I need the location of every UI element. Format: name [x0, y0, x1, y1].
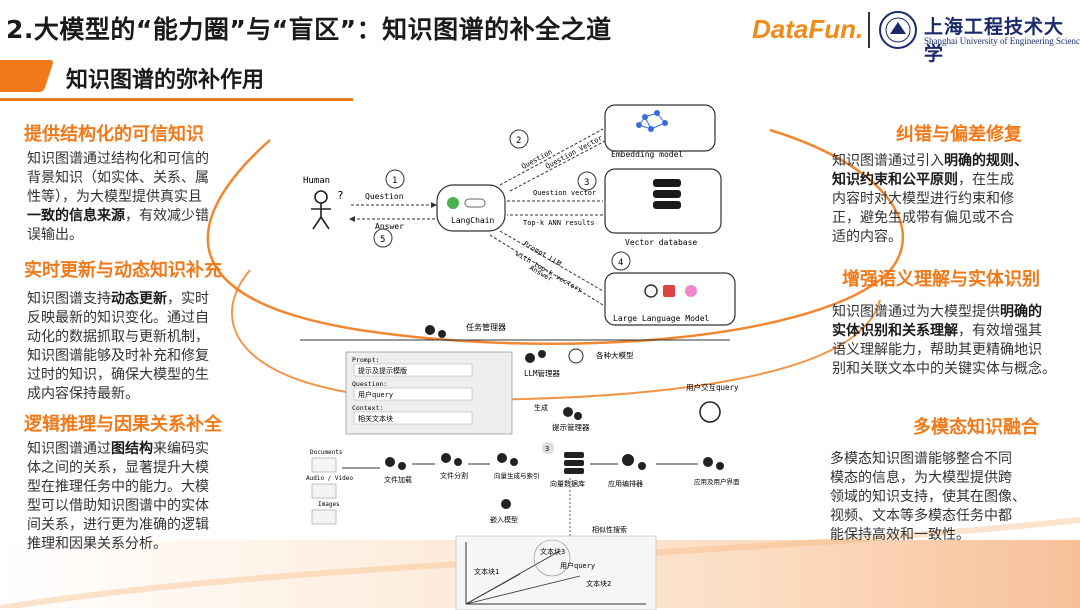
orchestrator-label: 应用编排器	[608, 479, 643, 488]
subtitle-underline	[0, 98, 353, 101]
human-question-mark: ?	[337, 189, 344, 202]
university-name-cn: 上海工程技术大学	[924, 16, 1065, 65]
documents-label: Documents	[310, 449, 343, 456]
left-heading-2: 实时更新与动态知识补充	[24, 260, 222, 281]
topk-results-label: Top-k ANN results	[523, 219, 595, 227]
section-subtitle: 知识图谱的弥补作用	[66, 68, 265, 93]
llm-manager-label: LLM管理器	[524, 368, 561, 378]
left-body-2: 知识图谱支持动态更新，实时反映最新的知识变化。通过自动化的数据抓取与更新机制，知…	[27, 291, 209, 402]
embed-gear-icon	[501, 499, 511, 509]
question-vector-db-label: Question vector	[533, 189, 596, 197]
step-2: 2	[516, 136, 521, 146]
prompt-manager-label: 提示管理器	[552, 422, 590, 432]
left-body-1: 知识图谱通过结构化和可信的背景知识（如实体、关系、属性等），为大模型提供真实且一…	[27, 151, 209, 243]
images-label: Images	[318, 501, 340, 508]
langchain-rag-diagram: Human ? 1 Question Answer 5 LangChain Em…	[303, 104, 736, 326]
user-icon	[699, 401, 721, 423]
langchain-icon	[447, 197, 486, 209]
human-label: Human	[303, 176, 330, 186]
vector-db-icon	[564, 452, 584, 474]
audio-video-label: Audio / Video	[306, 475, 353, 482]
split-label: 文件分割	[440, 471, 468, 480]
vector-db-label: 向量数据库	[550, 479, 585, 488]
human-icon	[311, 190, 331, 230]
chunk1-label: 文本块1	[474, 567, 499, 576]
left-heading-1: 提供结构化的可信知识	[24, 124, 204, 145]
split-gear-icon	[441, 453, 462, 466]
rag-flow-diagram: 任务管理器 Prompt: 提示及提示模版 Question: 用户query …	[300, 322, 740, 610]
context-label: Context:	[352, 404, 383, 412]
llm-label: Large Language Model	[613, 314, 710, 323]
left-body-3: 知识图谱通过图结构来编码实体之间的关系，显著提升大模型在推理任务中的能力。大模型…	[27, 441, 209, 552]
university-name-en: Shanghai University of Engineering Scien…	[924, 36, 1080, 46]
step-5: 5	[380, 235, 385, 245]
prompt-manager-gear-icon	[563, 407, 582, 420]
similarity-search-label: 相似性搜索	[592, 525, 627, 534]
uquery-label: 用户query	[560, 561, 595, 570]
left-heading-3: 逻辑推理与因果关系补全	[24, 414, 222, 435]
university-seal-icon	[879, 11, 917, 49]
right-heading-3: 多模态知识融合	[913, 417, 1039, 438]
load-label: 文件加载	[384, 475, 412, 484]
orchestrator-gear-icon	[622, 454, 646, 470]
vector-database-label: Vector database	[625, 238, 697, 247]
question-value: 用户query	[358, 390, 393, 399]
models-label: 各种大模型	[596, 350, 634, 360]
right-heading-2: 增强语义理解与实体识别	[842, 269, 1040, 290]
context-value: 相关文本块	[358, 414, 393, 423]
right-body-2: 知识图谱通过为大模型提供明确的实体识别和关系理解，有效增强其语义理解能力，帮助其…	[832, 304, 1056, 377]
question-label: Question:	[352, 380, 387, 388]
right-heading-1: 纠错与偏差修复	[896, 124, 1022, 145]
task-manager-label: 任务管理器	[466, 322, 506, 332]
header-divider	[868, 12, 870, 48]
page-title: 2.大模型的“能力圈”与“盲区”：知识图谱的补全之道	[6, 15, 612, 44]
step-4: 4	[618, 258, 623, 268]
embedding-network-icon	[636, 110, 668, 132]
chunk2-label: 文本块2	[586, 579, 611, 588]
database-icon	[653, 179, 681, 209]
user-query-label: 用户交互query	[686, 382, 739, 392]
load-gear-icon	[385, 457, 406, 470]
step-3: 3	[584, 178, 589, 188]
brain-icon	[568, 348, 584, 364]
app-label: 应用及用户界面	[694, 477, 740, 486]
prompt-label: Prompt:	[352, 356, 379, 364]
embed-label: 嵌入模型	[490, 515, 518, 524]
datafun-logo: DataFun.	[752, 14, 864, 44]
right-body-3: 多模态知识图谱能够整合不同模态的信息，为大模型提供跨领域的知识支持，使其在图像、…	[830, 451, 1026, 543]
chunk3-label: 文本块3	[540, 547, 565, 556]
gear-icon	[425, 325, 446, 338]
app-gear-icon	[703, 457, 724, 470]
llm-logos-icon	[644, 284, 697, 298]
question-arrow-label: Question	[365, 192, 404, 201]
right-body-1: 知识图谱通过引入明确的规则、知识约束和公平原则，在生成内容时对大模型进行约束和修…	[832, 153, 1028, 245]
answer-arrow-label: Answer	[375, 222, 404, 231]
llm-manager-gear-icon	[525, 350, 546, 363]
question-vector-label: Question Vector	[544, 134, 604, 171]
step-1: 1	[392, 176, 397, 186]
langchain-label: LangChain	[451, 216, 495, 225]
vectorize-gear-icon	[497, 453, 518, 466]
prompt-value: 提示及提示模版	[358, 366, 407, 375]
embedding-model-label: Embedding model	[611, 150, 683, 159]
step-3-marker: 3	[545, 445, 549, 453]
generate-label: 生成	[534, 403, 548, 412]
vectorize-label: 向量生成与索引	[494, 471, 540, 480]
